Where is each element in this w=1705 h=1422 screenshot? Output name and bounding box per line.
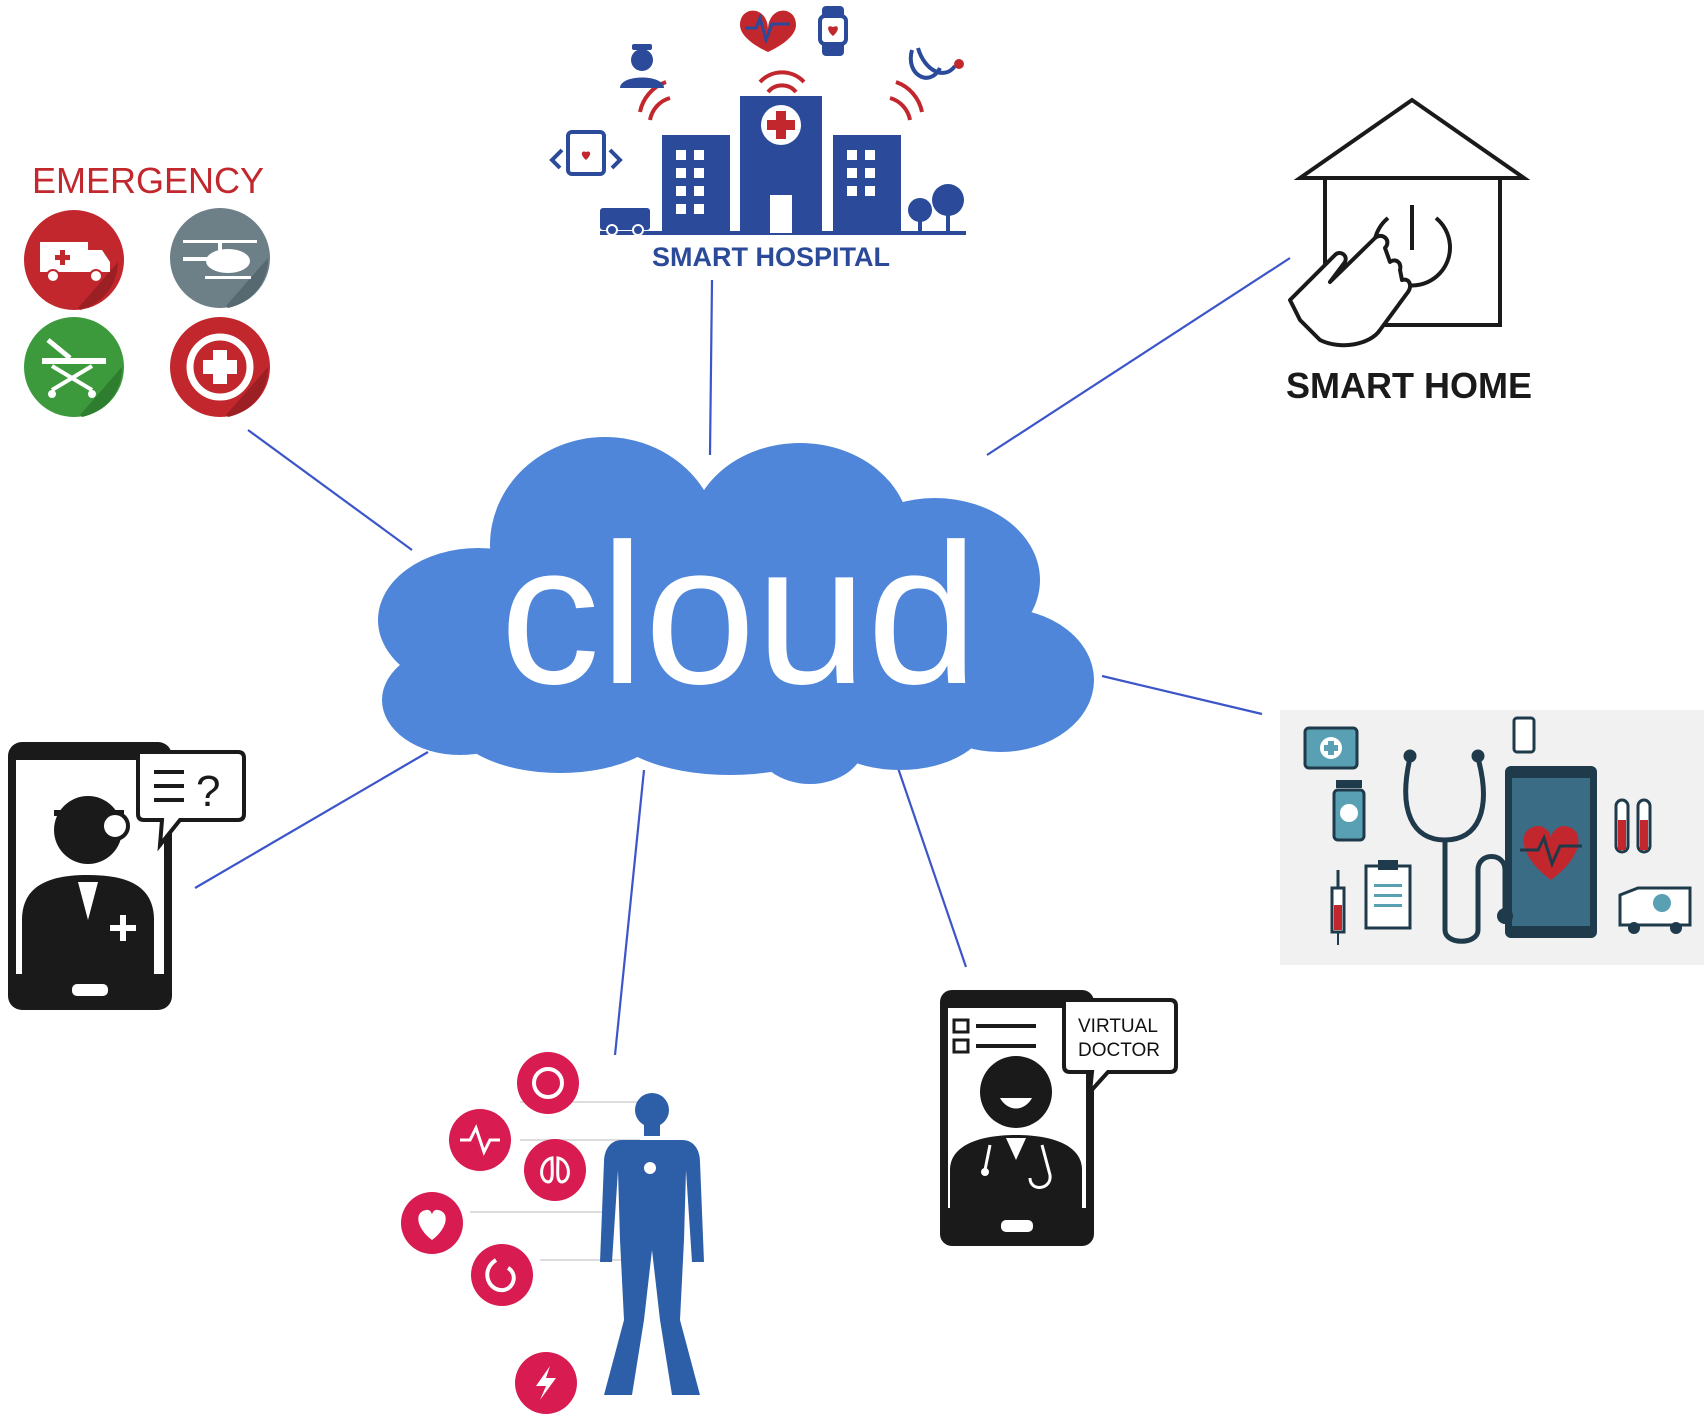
stethoscope-icon bbox=[908, 47, 964, 80]
clipboard-icon bbox=[1364, 860, 1412, 930]
test-tubes-icon bbox=[1614, 798, 1652, 854]
connector-hospital bbox=[708, 279, 714, 456]
ambulance-icon bbox=[24, 210, 124, 310]
first-aid-icon bbox=[170, 317, 270, 417]
helicopter-icon bbox=[170, 208, 270, 308]
virtual-doctor-phone-icon bbox=[940, 990, 1178, 1246]
syringe-icon bbox=[1330, 870, 1346, 945]
infusion-icon bbox=[549, 130, 623, 176]
medical-devices-node bbox=[1280, 710, 1704, 965]
body-monitoring-icon bbox=[401, 1052, 704, 1414]
smart-home-label: SMART HOME bbox=[1286, 365, 1532, 406]
cloud-label: cloud bbox=[500, 503, 978, 726]
stomach-sensor-icon bbox=[471, 1244, 533, 1306]
wearables-node bbox=[401, 1052, 704, 1414]
medical-devices-icon bbox=[1303, 716, 1692, 945]
pointing-hand-icon bbox=[1288, 233, 1412, 348]
doctor-icon bbox=[620, 44, 664, 88]
virtual-doctor-label-line1: VIRTUAL bbox=[1078, 1016, 1158, 1037]
emergency-node: EMERGENCY bbox=[24, 160, 270, 417]
stretcher-icon bbox=[24, 317, 124, 417]
tablet-heart-icon bbox=[1497, 766, 1597, 938]
connector-home bbox=[986, 257, 1291, 456]
cloud-shape bbox=[378, 437, 1094, 784]
connectors bbox=[194, 257, 1291, 1056]
connector-emergency bbox=[247, 429, 413, 551]
connector-wearables bbox=[613, 769, 646, 1056]
smart-home-node: SMART HOME bbox=[1286, 97, 1532, 406]
connector-telemedicine bbox=[194, 751, 429, 889]
connector-devices bbox=[1101, 674, 1263, 716]
smart-hospital-node: SMART HOSPITAL bbox=[549, 6, 966, 272]
telemedicine-node: ≡? ? bbox=[8, 742, 246, 1010]
heart-sensor-icon bbox=[401, 1192, 463, 1254]
pulse-sensor-icon bbox=[449, 1109, 511, 1171]
lungs-sensor-icon bbox=[524, 1139, 586, 1201]
stethoscope-large-icon bbox=[1403, 749, 1508, 944]
hospital-building-icon bbox=[600, 96, 966, 236]
connector-virtual-doctor bbox=[896, 767, 968, 968]
first-aid-kit-icon bbox=[1303, 726, 1359, 770]
ambulance-small-icon bbox=[1618, 886, 1692, 934]
heart-rate-icon bbox=[740, 10, 796, 53]
smartwatch-icon bbox=[818, 6, 848, 56]
signal-waves-icon bbox=[638, 70, 924, 121]
emergency-label: EMERGENCY bbox=[32, 160, 264, 201]
virtual-doctor-node: VIRTUAL DOCTOR bbox=[940, 990, 1178, 1246]
medicine-bottle-icon bbox=[1332, 780, 1366, 842]
cloud-node: cloud bbox=[378, 437, 1094, 784]
energy-sensor-icon bbox=[515, 1352, 577, 1414]
smart-hospital-label: SMART HOSPITAL bbox=[652, 242, 890, 272]
doctor-phone-chat-icon bbox=[8, 742, 246, 1010]
virtual-doctor-label-line2: DOCTOR bbox=[1078, 1040, 1160, 1061]
brain-sensor-icon bbox=[517, 1052, 579, 1114]
small-bottle-icon bbox=[1512, 716, 1536, 754]
house-icon bbox=[1293, 97, 1531, 327]
question-mark-glyph: ? bbox=[196, 767, 220, 816]
